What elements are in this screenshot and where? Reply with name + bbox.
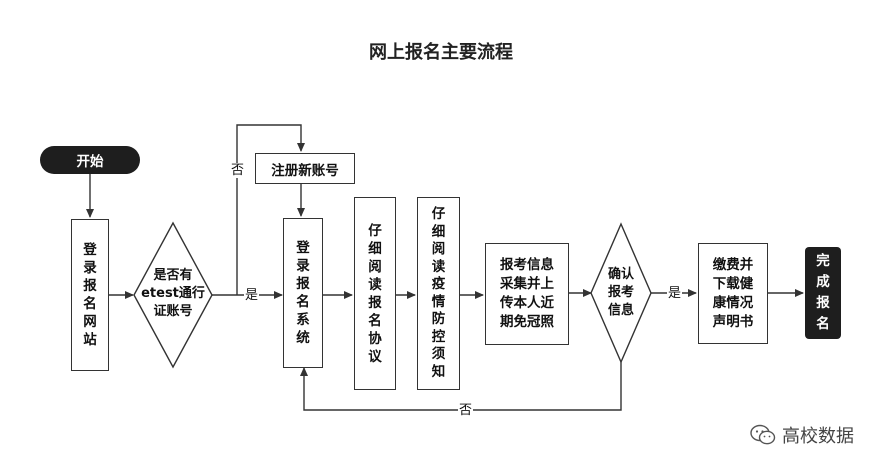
pay-label: 缴费并 下载健 康情况 声明书 bbox=[712, 256, 754, 330]
login-site-box: 登录报名网站 bbox=[71, 219, 109, 371]
page-title: 网上报名主要流程 bbox=[369, 42, 513, 63]
register-label: 注册新账号 bbox=[271, 162, 339, 179]
decision-confirm-diamond bbox=[590, 222, 652, 364]
report-info-box: 报考信息 采集并上 传本人近 期免冠照 bbox=[485, 243, 569, 345]
edge-decision-no bbox=[236, 124, 305, 295]
report-info-label: 报考信息 采集并上 传本人近 期免冠照 bbox=[500, 257, 554, 330]
read-notice-label: 仔细阅读疫情防控须知 bbox=[431, 206, 446, 380]
edge-label-no-account: 否 bbox=[230, 163, 246, 178]
read-agreement-label: 仔细阅读报名协议 bbox=[368, 222, 382, 365]
decision-has-account-diamond bbox=[133, 221, 213, 369]
done-terminal: 完成报名 bbox=[805, 247, 841, 339]
watermark-text: 高校数据 bbox=[782, 426, 854, 447]
decision-has-account-label: 是否有 etest通行 证账号 bbox=[141, 268, 205, 319]
edge-label-yes-confirm: 是 bbox=[667, 286, 683, 301]
login-system-label: 登录报名系统 bbox=[296, 240, 310, 346]
done-label: 完成报名 bbox=[816, 253, 830, 332]
register-box: 注册新账号 bbox=[255, 153, 355, 184]
read-agreement-box: 仔细阅读报名协议 bbox=[354, 197, 396, 390]
login-system-box: 登录报名系统 bbox=[283, 218, 323, 368]
watermark: 高校数据 bbox=[750, 422, 854, 448]
wechat-icon bbox=[750, 424, 776, 445]
read-notice-box: 仔细阅读疫情防控须知 bbox=[417, 197, 460, 390]
start-terminal: 开始 bbox=[40, 146, 140, 174]
start-label: 开始 bbox=[76, 154, 104, 170]
decision-confirm-label: 确认 报考 信息 bbox=[607, 267, 634, 318]
edge-label-no-confirm: 否 bbox=[458, 403, 474, 418]
edge-label-yes-account: 是 bbox=[244, 288, 260, 303]
login-site-label: 登录报名网站 bbox=[83, 242, 97, 348]
pay-box: 缴费并 下载健 康情况 声明书 bbox=[698, 243, 768, 344]
